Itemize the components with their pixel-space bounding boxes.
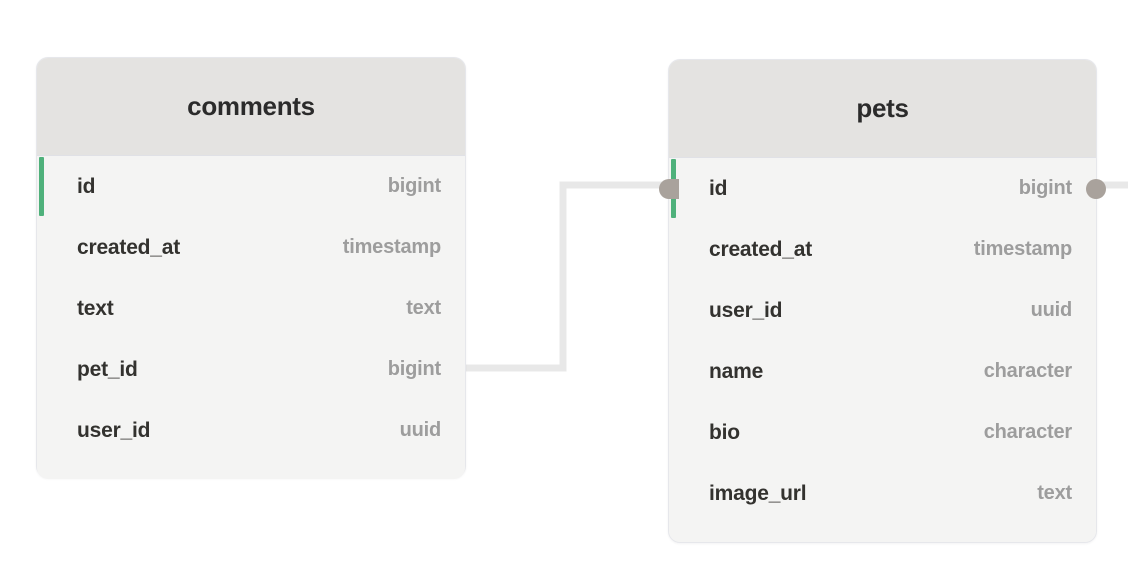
column-row[interactable]: created_at timestamp [669,219,1096,280]
column-type: uuid [1030,299,1073,321]
column-name: pet_id [77,357,138,381]
column-type: timestamp [973,238,1072,260]
column-name: bio [709,420,740,444]
column-type: uuid [399,419,442,441]
column-type: bigint [1018,177,1072,199]
column-row[interactable]: user_id uuid [669,280,1096,341]
column-name: id [77,174,96,198]
column-name: created_at [709,237,813,261]
column-type: character [983,421,1072,443]
column-name: user_id [77,418,151,442]
column-row[interactable]: name character [669,341,1096,402]
table-title: pets [856,93,909,123]
table-title: comments [187,91,315,121]
column-type: text [1037,482,1072,504]
column-type: bigint [387,175,441,197]
table-node-pets[interactable]: pets id bigint created_at timestamp user_id uu… [659,59,1106,543]
table-columns-comments: id bigint created_at timestamp text text pet_i… [37,156,465,479]
column-name: id [709,176,728,200]
relationship-edge[interactable] [466,181,668,372]
column-name: image_url [709,481,807,505]
column-type: timestamp [342,236,441,258]
column-row[interactable]: user_id uuid [37,400,465,461]
connection-handle-left[interactable] [659,178,679,199]
column-name: text [77,296,114,320]
column-type: text [406,297,441,319]
column-row[interactable]: bio character [669,402,1096,463]
primary-key-indicator [39,157,44,216]
column-row[interactable]: text text [37,278,465,339]
column-type: bigint [387,358,441,380]
column-row[interactable]: created_at timestamp [37,217,465,278]
column-row[interactable]: image_url text [669,463,1096,524]
column-name: name [709,359,764,383]
column-name: created_at [77,235,181,259]
column-name: user_id [709,298,783,322]
connection-handle-right[interactable] [1086,178,1106,199]
column-row[interactable]: id bigint [37,156,465,217]
table-columns-pets: id bigint created_at timestamp user_id uuid na… [659,158,1106,542]
table-header-pets[interactable]: pets [669,60,1096,158]
column-type: character [983,360,1072,382]
column-row[interactable]: id bigint [659,158,1106,219]
column-row[interactable]: pet_id bigint [37,339,465,400]
table-header-comments[interactable]: comments [37,58,465,156]
